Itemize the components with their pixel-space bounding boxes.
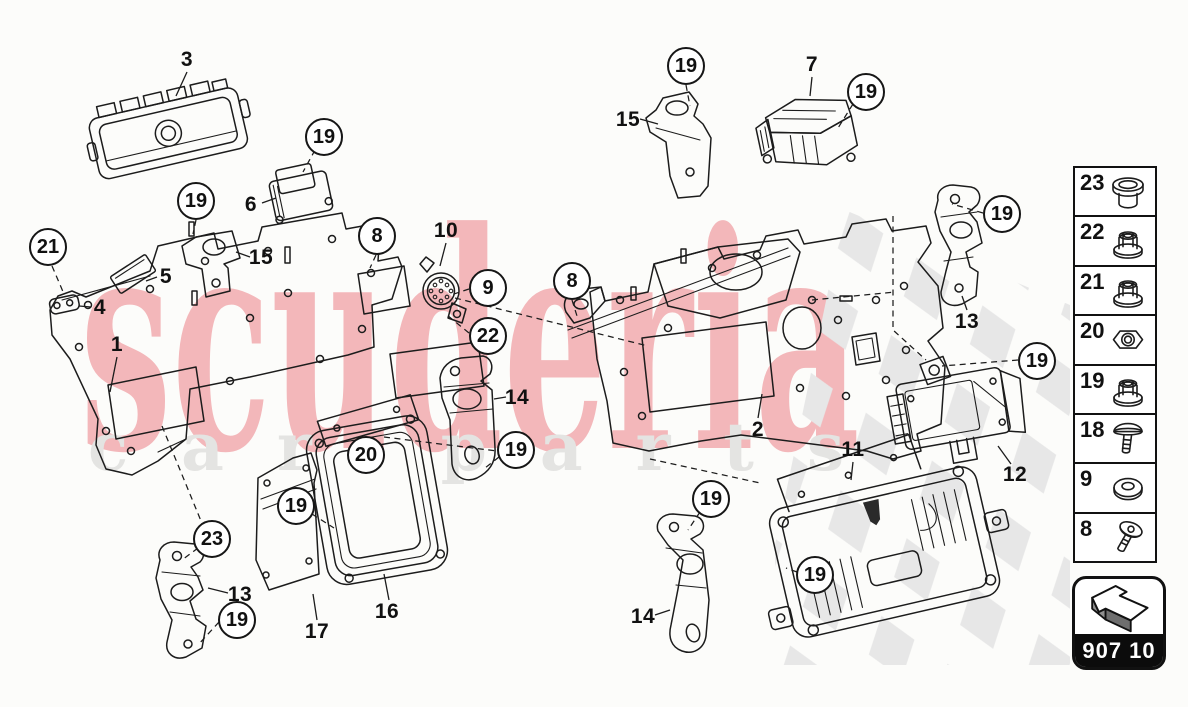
- part-label-11: 11: [841, 438, 865, 461]
- part-label-2: 2: [751, 418, 765, 441]
- callout-balloon-19: 19: [497, 431, 535, 469]
- lamborghini-shield-icon: [862, 499, 881, 526]
- part-4-clip: [48, 294, 80, 315]
- legend-row: 18: [1075, 415, 1155, 465]
- legend-number: 21: [1080, 268, 1105, 294]
- fastener-legend-table: 23 22 21: [1073, 166, 1157, 563]
- part-label-4: 4: [93, 296, 107, 319]
- callout-balloon-19: 19: [1018, 342, 1056, 380]
- callout-balloon-9: 9: [469, 269, 507, 307]
- callout-balloon-19: 19: [177, 182, 215, 220]
- part-14-bracket-bottom: [656, 513, 710, 653]
- leader-lines: [51, 71, 1019, 646]
- part-label-13: 13: [954, 310, 980, 333]
- legend-number: 9: [1080, 466, 1093, 492]
- callout-balloon-19: 19: [847, 73, 885, 111]
- part-label-13: 13: [227, 583, 253, 606]
- page-arrow-icon: [1075, 579, 1163, 634]
- legend-row: 21: [1075, 267, 1155, 317]
- dome-screw-icon: [1102, 420, 1154, 460]
- legend-number: 8: [1080, 515, 1093, 541]
- part-label-14: 14: [504, 386, 530, 409]
- part-3-control-unit: [86, 78, 251, 180]
- part-1-support-bracket: [49, 212, 485, 476]
- part-label-5: 5: [159, 265, 173, 288]
- part-label-12: 12: [1002, 463, 1028, 486]
- watermark: scuderia car parts: [80, 166, 897, 519]
- part-7-control-module: [755, 98, 859, 166]
- bushing-icon: [1102, 173, 1154, 213]
- callout-balloon-19: 19: [277, 487, 315, 525]
- part-label-16: 16: [374, 600, 400, 623]
- callout-balloon-23: 23: [193, 520, 231, 558]
- callout-balloon-19: 19: [305, 118, 343, 156]
- pan-screw-icon: [1102, 519, 1154, 559]
- part-15-bracket-right: [645, 91, 712, 199]
- flange-nut-icon: [1102, 371, 1154, 411]
- callout-balloon-20: 20: [347, 436, 385, 474]
- legend-number: 19: [1080, 367, 1105, 393]
- part-label-1: 1: [110, 333, 124, 356]
- callout-balloon-19: 19: [983, 195, 1021, 233]
- legend-row: 8: [1075, 514, 1155, 561]
- callout-balloon-19: 19: [218, 601, 256, 639]
- part-13-bracket-left: [155, 541, 207, 659]
- callout-balloon-19: 19: [667, 47, 705, 85]
- callout-balloon-19: 19: [692, 480, 730, 518]
- part-label-17: 17: [304, 620, 330, 643]
- flange-nut-icon: [1102, 223, 1154, 263]
- part-label-10: 10: [433, 219, 459, 242]
- legend-row: 23: [1075, 168, 1155, 218]
- page-code: 907 10: [1075, 634, 1163, 667]
- checkered-flag-pattern: [775, 210, 1070, 665]
- part-label-6: 6: [244, 193, 258, 216]
- legend-number: 23: [1080, 170, 1105, 195]
- hex-nut-icon: [1102, 321, 1154, 361]
- part-2-support-bracket: [563, 218, 946, 460]
- part-label-15: 15: [615, 108, 641, 131]
- part-14-bracket-middle: [439, 355, 496, 481]
- callout-balloon-21: 21: [29, 228, 67, 266]
- callout-balloon-8: 8: [553, 262, 591, 300]
- flange-nut-icon: [1102, 272, 1154, 312]
- part-10-sounder: [419, 256, 467, 324]
- washer-icon: [1102, 470, 1154, 510]
- part-label-15: 15: [248, 246, 274, 269]
- legend-row: 9: [1075, 464, 1155, 514]
- legend-number: 20: [1080, 318, 1105, 344]
- part-label-7: 7: [805, 53, 819, 76]
- part-13-bracket-right: [934, 184, 983, 307]
- callout-balloon-19: 19: [796, 556, 834, 594]
- legend-number: 22: [1080, 219, 1105, 245]
- legend-row: 20: [1075, 316, 1155, 366]
- part-label-14: 14: [630, 605, 656, 628]
- part-12-control-module: [886, 355, 1027, 464]
- part-label-3: 3: [180, 48, 194, 71]
- watermark-subtitle-text: car parts: [88, 408, 897, 486]
- part-6-sensor-module: [268, 162, 334, 225]
- callout-balloon-22: 22: [469, 317, 507, 355]
- legend-number: 18: [1080, 416, 1105, 442]
- callout-balloon-8: 8: [358, 217, 396, 255]
- legend-row: 22: [1075, 217, 1155, 267]
- page-code-box: 907 10: [1072, 576, 1166, 670]
- legend-row: 19: [1075, 366, 1155, 415]
